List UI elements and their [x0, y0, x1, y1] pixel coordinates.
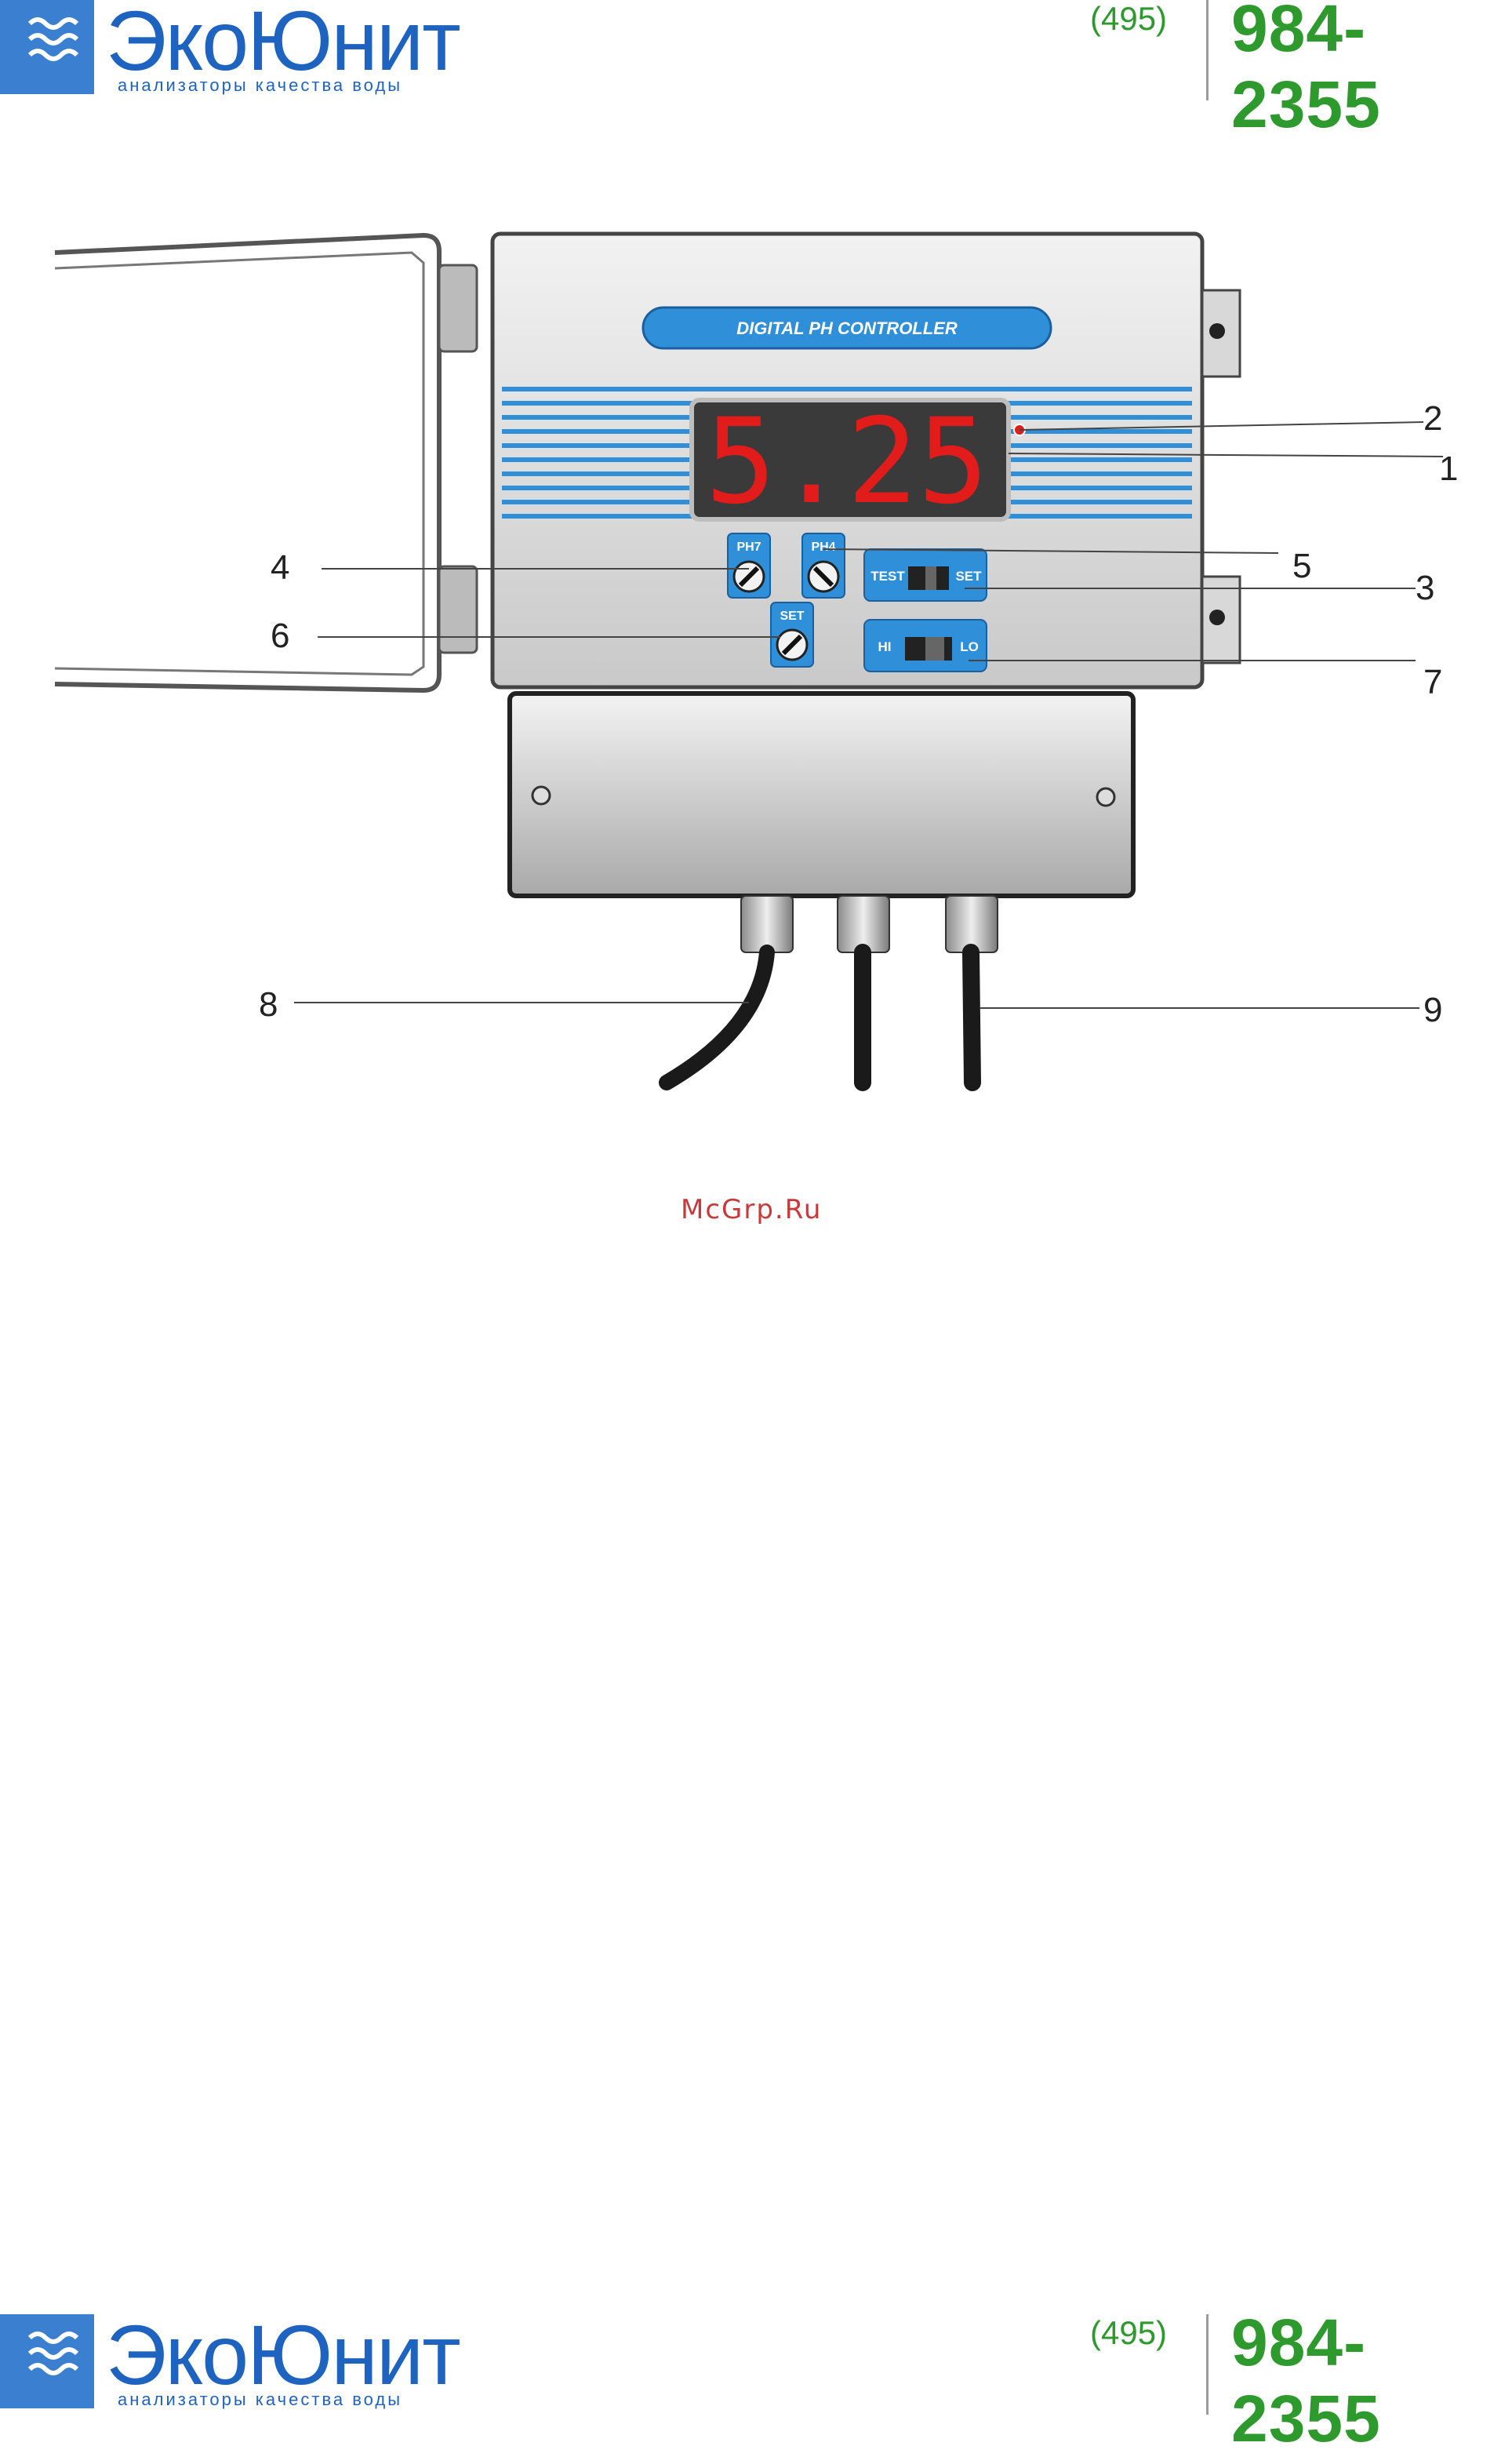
phone-divider	[1206, 2314, 1209, 2415]
svg-text:SET: SET	[955, 569, 982, 584]
phone-divider	[1206, 0, 1209, 100]
svg-text:LO: LO	[960, 639, 979, 654]
logo-waves-icon	[0, 2314, 94, 2408]
page-footer: ЭкоЮнит анализаторы качества воды (495) …	[0, 2314, 1512, 2416]
callout-8: 8	[259, 985, 278, 1024]
logo-waves-icon	[0, 0, 94, 94]
watermark-text: McGrp.Ru	[681, 1194, 822, 1225]
page-header: ЭкоЮнит анализаторы качества воды (495) …	[0, 0, 1512, 102]
cable-glands	[741, 896, 998, 952]
phone-code: (495)	[1090, 2314, 1167, 2352]
device-figure: DIGITAL PH CONTROLLER 5.25 PH7	[0, 212, 1512, 1098]
phone-number: 984-2355	[1231, 2305, 1512, 2457]
callout-9: 9	[1423, 991, 1442, 1029]
terminal-box	[510, 693, 1133, 896]
svg-text:PH7: PH7	[736, 541, 761, 554]
callout-5: 5	[1292, 547, 1311, 585]
ph4-trimmer[interactable]: PH4	[802, 533, 845, 598]
ph-display-value: 5.25	[705, 394, 988, 530]
svg-text:HI: HI	[878, 639, 892, 654]
hinges	[439, 265, 477, 653]
brand-tagline: анализаторы качества воды	[118, 2390, 402, 2410]
front-cover	[55, 235, 439, 690]
callout-2: 2	[1423, 399, 1442, 438]
svg-text:SET: SET	[780, 610, 804, 623]
svg-text:TEST: TEST	[870, 569, 905, 584]
callout-7: 7	[1423, 663, 1442, 701]
callout-6: 6	[271, 617, 289, 655]
callout-3: 3	[1416, 569, 1434, 607]
brand-tagline: анализаторы качества воды	[118, 75, 402, 96]
device-title: DIGITAL PH CONTROLLER	[736, 318, 958, 338]
brand-name: ЭкоЮнит	[106, 2308, 460, 2402]
callout-1: 1	[1439, 450, 1458, 488]
phone-code: (495)	[1090, 0, 1167, 38]
ph7-trimmer[interactable]: PH7	[728, 533, 770, 598]
phone-number: 984-2355	[1231, 0, 1512, 143]
callout-4: 4	[271, 548, 289, 587]
set-trimmer[interactable]: SET	[771, 602, 813, 667]
test-set-switch[interactable]: TEST SET	[864, 549, 987, 601]
ph-controller-diagram: DIGITAL PH CONTROLLER 5.25 PH7	[0, 212, 1512, 1098]
cables	[667, 952, 972, 1083]
hi-lo-switch[interactable]: HI LO	[864, 620, 987, 672]
svg-text:PH4: PH4	[811, 541, 835, 554]
